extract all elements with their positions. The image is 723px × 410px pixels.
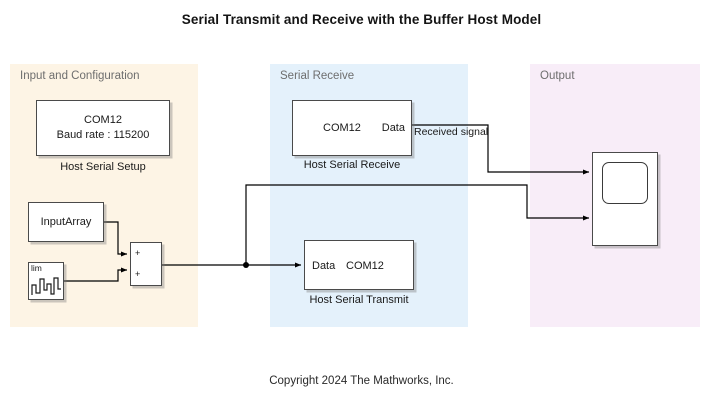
caption-host-serial-receive: Host Serial Receive <box>303 159 401 171</box>
block-host-serial-receive[interactable]: COM12 Data <box>292 100 412 156</box>
block-sum[interactable]: + + <box>130 242 162 286</box>
lim-label: lim <box>31 263 42 273</box>
panel-label-receive: Serial Receive <box>280 70 355 82</box>
block-limiter-source[interactable]: lim <box>28 262 64 300</box>
host-serial-setup-baud: Baud rate : 115200 <box>56 129 150 141</box>
random-waveform-icon <box>31 277 61 295</box>
host-serial-receive-com-label: COM12 <box>323 122 361 134</box>
sum-sign-2: + <box>135 269 141 279</box>
block-input-array[interactable]: InputArray <box>28 202 104 242</box>
signal-junction-dot <box>243 262 249 268</box>
scope-icon <box>602 162 648 204</box>
host-serial-transmit-com-label: COM12 <box>346 260 384 272</box>
host-serial-setup-com: COM12 <box>84 114 122 126</box>
caption-host-serial-setup: Host Serial Setup <box>60 161 146 173</box>
input-array-label: InputArray <box>40 215 92 228</box>
block-host-serial-setup[interactable]: COM12 Baud rate : 115200 <box>36 100 170 156</box>
sum-sign-1: + <box>135 248 141 258</box>
caption-host-serial-transmit: Host Serial Transmit <box>309 294 409 306</box>
block-scope[interactable] <box>592 152 658 246</box>
copyright-text: Copyright 2024 The Mathworks, Inc. <box>269 375 454 387</box>
host-serial-receive-data-port: Data <box>381 122 405 134</box>
block-host-serial-transmit[interactable]: Data COM12 <box>304 240 414 290</box>
host-serial-transmit-data-port: Data <box>312 260 336 272</box>
panel-label-output: Output <box>540 70 575 82</box>
panel-label-input: Input and Configuration <box>20 70 140 82</box>
page-title: Serial Transmit and Receive with the Buf… <box>181 12 542 27</box>
signal-label-received-signal: Received signal <box>414 126 489 138</box>
